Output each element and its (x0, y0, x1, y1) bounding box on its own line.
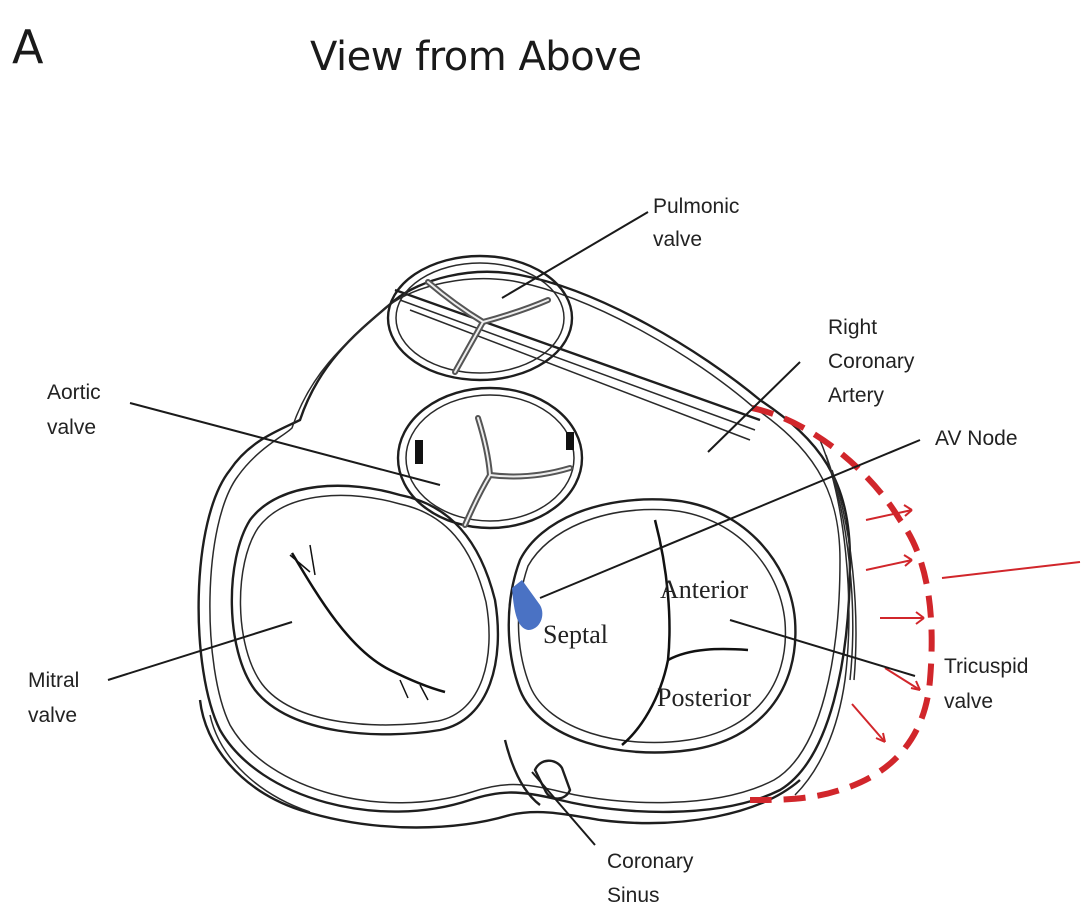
label-posterior-leaflet: Posterior (657, 683, 751, 712)
rca-leader (707, 361, 801, 453)
coronary-ostium-right (566, 432, 574, 450)
label-rca-2: Coronary (828, 350, 915, 373)
label-septal-leaflet: Septal (543, 620, 608, 649)
label-coronary-sinus-2: Sinus (607, 884, 660, 907)
red-arrows (851, 504, 925, 743)
label-mitral-1: Mitral (28, 669, 79, 692)
av-node-marker (512, 580, 543, 630)
red-pointer-line (941, 561, 1081, 579)
mitral-valve (230, 484, 500, 736)
label-tricuspid-2: valve (944, 690, 993, 713)
label-mitral-2: valve (28, 704, 77, 727)
pulmonic-leader (501, 211, 649, 299)
label-rca-3: Artery (828, 384, 885, 407)
label-coronary-sinus-1: Coronary (607, 850, 694, 873)
label-anterior-leaflet: Anterior (660, 575, 748, 604)
tricuspid-annulus-annotation (749, 405, 1081, 803)
pulmonic-valve (386, 254, 574, 382)
heart-outline (197, 270, 857, 829)
av-node-leader (539, 439, 921, 599)
label-rca-1: Right (828, 316, 877, 339)
label-tricuspid-1: Tricuspid (944, 655, 1028, 678)
coronary-ostium-left (415, 440, 423, 464)
panel-letter: A (12, 20, 44, 74)
coronary-sinus-leader (531, 771, 596, 846)
tricuspid-leader (729, 619, 916, 677)
figure-title: View from Above (310, 34, 642, 80)
aortic-leader (129, 402, 441, 486)
aortic-valve (396, 386, 584, 530)
label-av-node: AV Node (935, 427, 1018, 450)
coronary-sinus (503, 739, 572, 806)
mitral-leader (107, 621, 293, 681)
label-aortic-2: valve (47, 416, 96, 439)
label-aortic-1: Aortic (47, 381, 101, 404)
label-pulmonic-2: valve (653, 228, 702, 251)
tricuspid-valve (507, 498, 797, 754)
label-pulmonic-1: Pulmonic (653, 195, 739, 218)
